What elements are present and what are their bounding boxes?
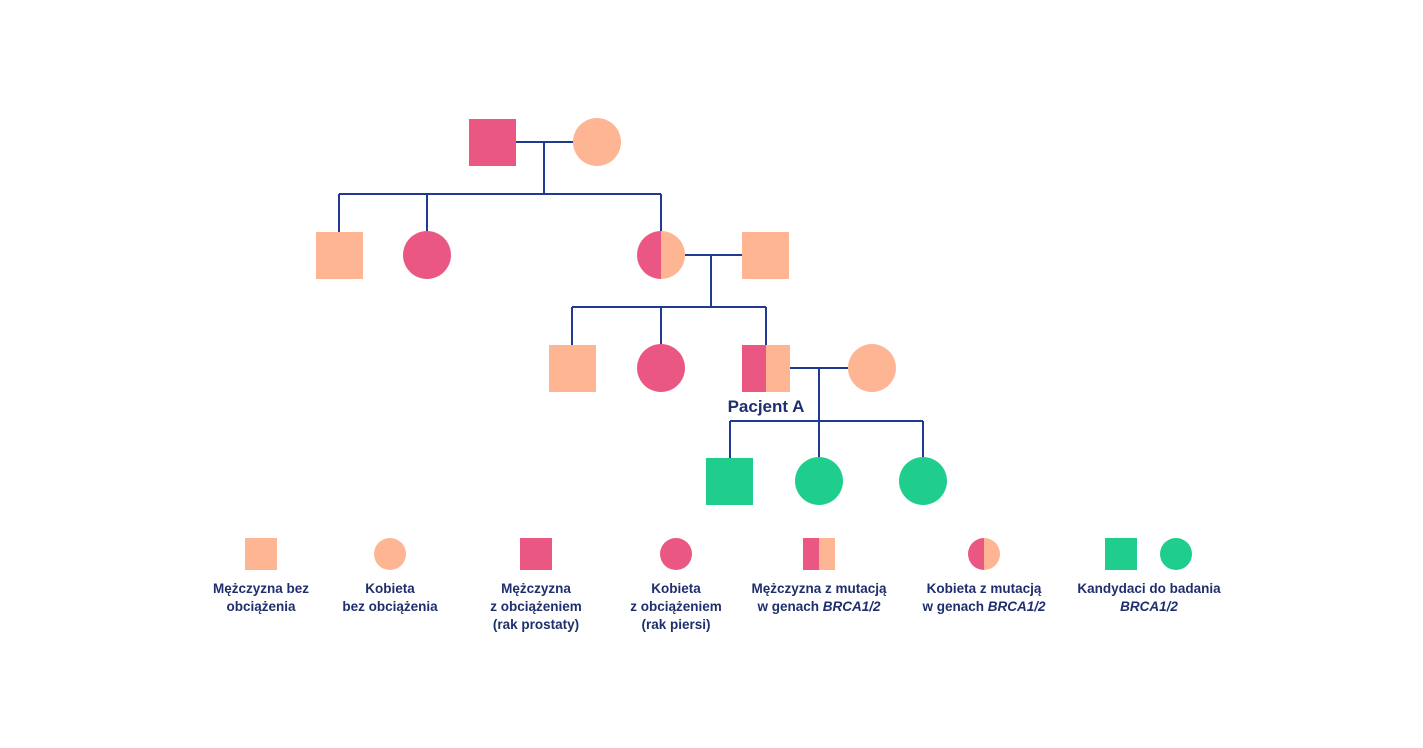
legend-female-unaffected: Kobieta bez obciążenia <box>300 538 480 616</box>
legend-male-carrier: Mężczyzna z mutacją w genach BRCA1/2 <box>729 538 909 616</box>
legend-male-carrier-label: Mężczyzna z mutacją w genach BRCA1/2 <box>751 581 887 614</box>
legend-candidates: Kandydaci do badania BRCA1/2 <box>1059 538 1239 616</box>
legend-female-affected-label: Kobieta z obciążeniem (rak piersi) <box>630 581 722 632</box>
legend-female-carrier-label: Kobieta z mutacją w genach BRCA1/2 <box>922 581 1046 614</box>
gen3-son-unaffected-square <box>549 345 596 392</box>
gen2-mother-carrier-circle <box>637 231 685 279</box>
legend-female-affected: Kobieta z obciążeniem (rak piersi) <box>586 538 766 634</box>
legend-female-unaffected-label: Kobieta bez obciążenia <box>342 581 438 614</box>
gen1-mother-unaffected-circle <box>573 118 621 166</box>
gen1-father-affected-square <box>469 119 516 166</box>
legend-male-unaffected-label: Mężczyzna bez obciążenia <box>212 581 310 614</box>
gen2-son-unaffected-square <box>316 232 363 279</box>
legend-unaffected-circle-icon <box>374 538 406 570</box>
legend-carrier-circle-icon <box>968 538 1000 570</box>
gen3-daughter-affected-circle <box>637 344 685 392</box>
connector-lines <box>338 141 924 458</box>
legend-candidate-square-icon <box>1105 538 1137 570</box>
gen3-patient-a-carrier-square <box>742 345 790 392</box>
gen4-daughter-2-candidate-circle <box>899 457 947 505</box>
gen2-daughter-affected-circle <box>403 231 451 279</box>
legend-affected-circle-icon <box>660 538 692 570</box>
legend-candidates-label: Kandydaci do badania BRCA1/2 <box>1077 581 1221 614</box>
gen3-wife-unaffected-circle <box>848 344 896 392</box>
gen4-daughter-1-candidate-circle <box>795 457 843 505</box>
legend-male-affected: Mężczyzna z obciążeniem (rak prostaty) <box>446 538 626 634</box>
legend-female-carrier: Kobieta z mutacją w genach BRCA1/2 <box>894 538 1074 616</box>
legend-unaffected-square-icon <box>245 538 277 570</box>
patient-a-label: Pacjent A <box>728 397 805 416</box>
legend-carrier-square-icon <box>803 538 835 570</box>
legend-male-unaffected: Mężczyzna bez obciążenia <box>171 538 351 616</box>
legend-affected-square-icon <box>520 538 552 570</box>
gen2-spouse-unaffected-square <box>742 232 789 279</box>
gen4-son-candidate-square <box>706 458 753 505</box>
legend-male-affected-label: Mężczyzna z obciążeniem (rak prostaty) <box>490 581 582 632</box>
legend-candidate-circle-icon <box>1160 538 1192 570</box>
